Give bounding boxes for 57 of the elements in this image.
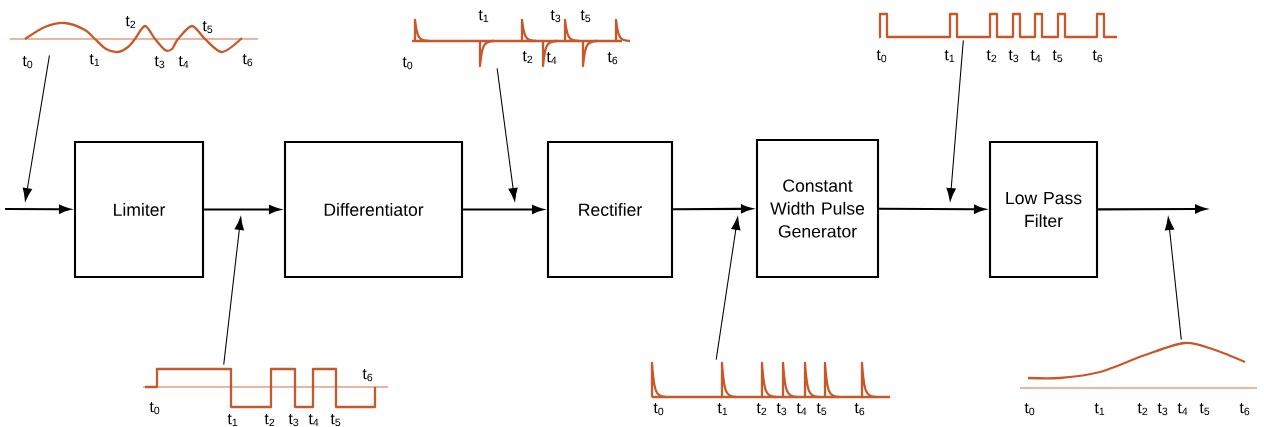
arrow — [673, 204, 753, 214]
time-label: t$_{1}$ — [478, 10, 489, 22]
time-label: t$_{3}$ — [154, 55, 165, 69]
arrow — [1098, 204, 1207, 214]
time-label: t$_{6}$ — [1239, 402, 1250, 416]
time-label: t$_{5}$ — [580, 9, 591, 23]
time-label: t$_{5}$ — [816, 402, 827, 416]
time-label: t$_{1}$ — [944, 50, 955, 62]
time-label: t$_{1}$ — [227, 414, 238, 426]
time-label: t$_{6}$ — [607, 51, 618, 65]
time-label: t$_{5}$ — [330, 413, 341, 427]
time-label: t$_{3}$ — [550, 9, 561, 23]
time-label: t$_{1}$ — [717, 403, 728, 415]
time-label: t$_{2}$ — [986, 49, 997, 63]
time-label: t$_{1}$ — [1094, 403, 1105, 415]
time-label: t$_{4}$ — [1177, 403, 1188, 415]
time-label: t$_{2}$ — [264, 413, 275, 427]
time-label: t$_{2}$ — [522, 50, 533, 64]
arrow — [5, 204, 71, 214]
time-label: t$_{6}$ — [1092, 49, 1103, 63]
time-label: t$_{4}$ — [1030, 50, 1041, 62]
time-label: t$_{2}$ — [125, 15, 136, 29]
time-label: t$_{4}$ — [546, 52, 557, 64]
time-label: t$_{2}$ — [1137, 402, 1148, 416]
time-label: t$_{0}$ — [876, 49, 887, 63]
time-label: t$_{5}$ — [202, 20, 213, 34]
leader-line — [715, 216, 741, 361]
time-label: t$_{0}$ — [1024, 402, 1035, 416]
process-box: Limiter — [73, 140, 205, 279]
time-label: t$_{4}$ — [308, 414, 319, 426]
time-label: t$_{3}$ — [776, 402, 787, 416]
leader-line — [496, 67, 518, 202]
time-label: t$_{3}$ — [1008, 49, 1019, 63]
leader-line — [223, 216, 244, 366]
process-box: Low Pass Filter — [988, 140, 1099, 279]
process-box: Differentiator — [283, 140, 464, 279]
time-label: t$_{1}$ — [89, 54, 100, 66]
process-box: Constant Width Pulse Generator — [755, 138, 880, 279]
time-label: t$_{0}$ — [149, 401, 160, 415]
process-box: Rectifier — [546, 140, 674, 279]
time-label: t$_{0}$ — [653, 402, 664, 416]
time-label: t$_{4}$ — [178, 56, 189, 68]
time-label: t$_{0}$ — [402, 56, 413, 70]
arrow — [879, 204, 986, 214]
time-label: t$_{6}$ — [362, 368, 373, 382]
time-label: t$_{2}$ — [756, 402, 767, 416]
time-label: t$_{4}$ — [796, 403, 807, 415]
time-label: t$_{6}$ — [854, 402, 865, 416]
leader-line — [22, 54, 50, 202]
leader-line — [1164, 216, 1182, 341]
time-label: t$_{3}$ — [1157, 402, 1168, 416]
time-label: t$_{0}$ — [22, 55, 33, 69]
leader-line — [946, 39, 964, 202]
time-label: t$_{3}$ — [288, 413, 299, 427]
time-label: t$_{6}$ — [242, 53, 253, 67]
time-label: t$_{5}$ — [1199, 402, 1210, 416]
time-label: t$_{5}$ — [1052, 49, 1063, 63]
